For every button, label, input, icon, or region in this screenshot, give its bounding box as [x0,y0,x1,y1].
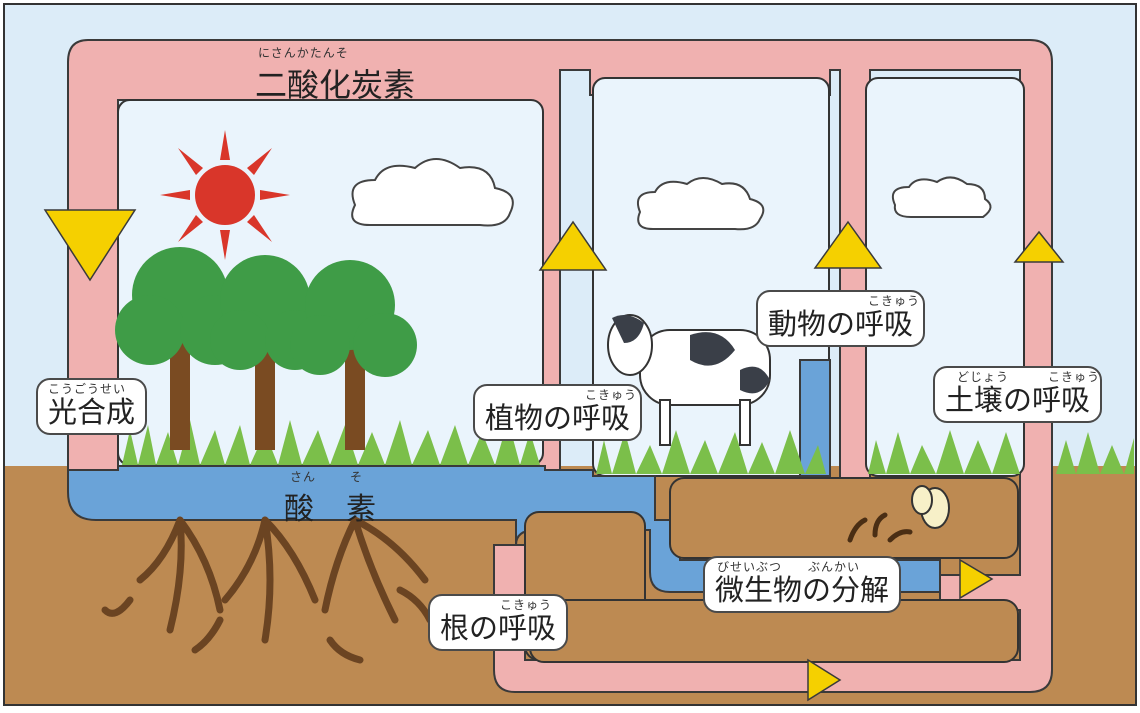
co2-label: 二酸化炭素 [255,66,416,104]
arrow-down-icon [43,209,137,282]
microbes-icon [847,512,913,543]
soil-respiration-ruby: どじょう こきゅう [957,370,1101,384]
cow-icon [607,314,771,446]
trees [115,247,417,450]
arrow-right-icon [959,558,994,600]
roots [101,516,434,664]
o2-ruby-2: そ [350,470,364,484]
photosynthesis-text: 光合成 [48,395,136,429]
cloud-icon [351,158,992,231]
o2-char-2: 素 [346,492,376,527]
root-respiration-text: 根の呼吸 [440,611,557,645]
plant-respiration-text: 植物の呼吸 [485,401,631,435]
arrow-up-icon [538,220,608,271]
photosynthesis-label: こうごうせい 光合成 [36,378,148,435]
o2-ruby-1: さん [290,470,317,484]
butterfly-icon [911,485,950,529]
animal-respiration-label: こきゅう 動物の呼吸 [756,290,926,347]
sun-icon [160,130,290,260]
arrow-right-icon [807,658,842,702]
decomposition-label: びせいぶつ ぶんかい 微生物の分解 [703,556,902,613]
animal-respiration-text: 動物の呼吸 [768,307,914,341]
grass [122,420,1134,474]
decomposition-text: 微生物の分解 [715,573,890,607]
soil-respiration-label: どじょう こきゅう 土壌の呼吸 [933,366,1103,423]
photosynthesis-ruby: こうごうせい [48,382,127,396]
arrow-up-icon [813,220,883,269]
root-respiration-label: こきゅう 根の呼吸 [428,594,569,651]
flow-arrows [43,209,1065,702]
root-respiration-ruby: こきゅう [500,598,553,612]
soil-upper-pocket [669,477,1019,559]
co2-ruby: にさんかたんそ [258,46,349,60]
plant-respiration-label: こきゅう 植物の呼吸 [473,384,643,441]
arrow-up-icon [1013,230,1065,263]
o2-char-1: 酸 [284,492,314,527]
animal-respiration-ruby: こきゅう [868,294,921,308]
decomposition-ruby: びせいぶつ ぶんかい [717,560,861,574]
soil-respiration-text: 土壌の呼吸 [945,383,1091,417]
plant-respiration-ruby: こきゅう [585,388,638,402]
